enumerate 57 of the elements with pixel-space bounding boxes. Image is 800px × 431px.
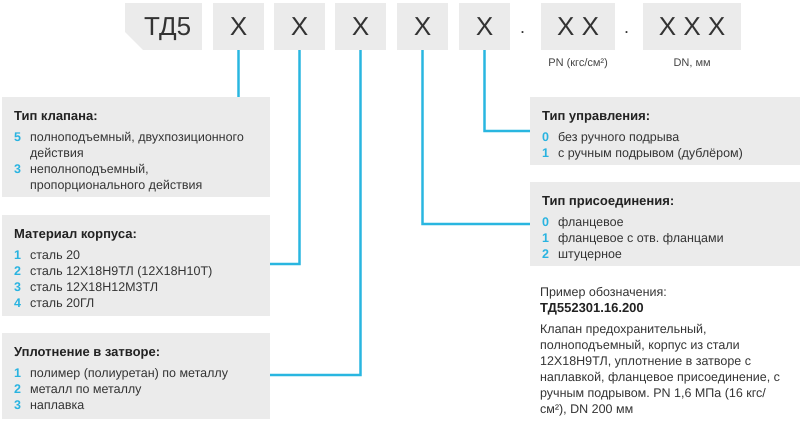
- code-digit: 3: [14, 278, 22, 294]
- option-text: фланцевое с отв. фланцами: [558, 230, 724, 246]
- option-text: металл по металлу: [30, 380, 142, 396]
- option-text: штуцерное: [558, 246, 622, 262]
- code-position-box: Х: [459, 3, 510, 50]
- connector-line: [237, 50, 240, 97]
- panel-heading: Материал корпуса:: [14, 225, 138, 243]
- connector-line: [270, 50, 301, 266]
- code-digit: 4: [14, 294, 22, 310]
- code-digit: 0: [542, 214, 550, 230]
- option-text: сталь 20: [30, 246, 80, 262]
- code-digit: 1: [14, 246, 22, 262]
- info-panel: [530, 182, 800, 266]
- code-position-box: Х: [274, 3, 325, 50]
- code-digit: 2: [14, 380, 22, 396]
- option-text: с ручным подрывом (дублёром): [558, 144, 743, 160]
- code-digit: 3: [14, 160, 22, 178]
- code-digit: 2: [542, 246, 550, 262]
- unit-caption: DN, мм: [672, 56, 712, 71]
- option-text: без ручного подрыва: [558, 128, 680, 144]
- code-position-box: Х: [213, 3, 264, 50]
- prefix-code-box: ТД5: [125, 3, 202, 50]
- connector-line: [483, 50, 530, 132]
- example-caption: Пример обозначения:: [540, 284, 668, 300]
- unit-caption: PN (кгс/см²): [547, 56, 609, 71]
- option-text: полимер (полиуретан) по металлу: [30, 364, 228, 380]
- code-digit: 1: [542, 144, 550, 160]
- info-panel: [2, 215, 270, 316]
- option-text: сталь 12Х18Н9ТЛ (12Х18Н10Т): [30, 262, 212, 278]
- code-position-box: Х Х Х: [643, 3, 741, 50]
- connector-line: [421, 50, 530, 226]
- code-digit: 5: [14, 128, 22, 146]
- code-digit: 0: [542, 128, 550, 144]
- panel-heading: Уплотнение в затворе:: [14, 343, 162, 361]
- code-position-box: Х Х: [541, 3, 615, 50]
- code-digit: 1: [542, 230, 550, 246]
- example-description: Клапан предохранительный, полноподъемный, корпус из стали 12Х18Н9ТЛ, уплотнение в затворе с наплавкой, фланцевое присоединение, с ручным подрывом. PN 1,6 МПа (16 кгс/см²), DN 200 мм: [540, 321, 780, 417]
- panel-heading: Тип присоединения:: [542, 192, 676, 210]
- info-panel: [2, 333, 270, 419]
- option-text: фланцевое: [558, 214, 624, 230]
- panel-heading: Тип управления:: [542, 107, 652, 125]
- panel-heading: Тип клапана:: [14, 107, 99, 125]
- code-digit: 3: [14, 396, 22, 412]
- separator-dot: .: [520, 16, 526, 39]
- info-panel: [530, 97, 800, 165]
- separator-dot: .: [624, 16, 630, 39]
- code-digit: 1: [14, 364, 22, 380]
- option-text: сталь 20ГЛ: [30, 294, 94, 310]
- connector-line: [270, 50, 362, 376]
- code-position-box: Х: [335, 3, 386, 50]
- option-text: неполноподъемный, пропорционального действия: [30, 160, 204, 192]
- code-digit: 2: [14, 262, 22, 278]
- example-code: ТД552301.16.200: [540, 300, 645, 316]
- option-text: наплавка: [30, 396, 84, 412]
- info-panel: [2, 97, 270, 197]
- option-text: сталь 12Х18Н12М3ТЛ: [30, 278, 158, 294]
- code-position-box: Х: [397, 3, 448, 50]
